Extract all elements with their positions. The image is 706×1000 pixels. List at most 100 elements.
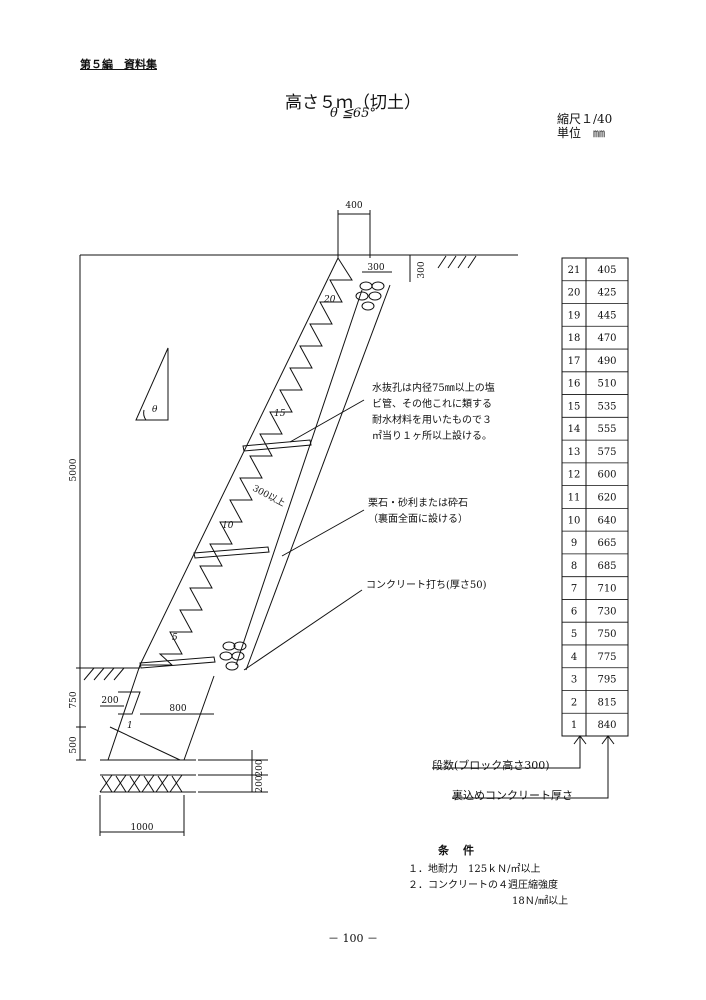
table-thickness-cell: 775: [597, 652, 616, 663]
table-step-cell: 20: [568, 288, 581, 299]
table-step-cell: 7: [571, 584, 577, 595]
dim-height: 5000: [69, 458, 79, 481]
label-steps: 段数(ブロック高さ300): [432, 759, 550, 772]
dim-top-300h: 300: [367, 263, 384, 273]
page-number: － 100 －: [328, 932, 378, 945]
block-mark-10: 10: [222, 521, 234, 531]
table-step-cell: 16: [568, 379, 581, 390]
conditions-title: 条件: [438, 844, 488, 857]
table-step-cell: 18: [568, 333, 581, 344]
note-drain-line2: ビ管、その他これに類する: [372, 399, 492, 410]
table-thickness-cell: 510: [597, 379, 616, 390]
table-thickness-cell: 665: [597, 538, 616, 549]
dim-top-width: 400: [345, 201, 362, 211]
dim-footing: 1000: [131, 823, 154, 833]
table-thickness-cell: 750: [597, 629, 616, 640]
ground-hatch-left: [83, 667, 125, 681]
table-step-cell: 21: [568, 265, 581, 276]
table-thickness-cell: 730: [597, 606, 616, 617]
table-thickness-cell: 490: [597, 356, 616, 367]
block-sawtooth: [140, 257, 353, 666]
gravel-top: [355, 281, 385, 311]
table-step-cell: 17: [568, 356, 581, 367]
ground-hatch-top: [437, 255, 477, 269]
note-gravel-line2: （裏面全面に設ける）: [368, 514, 468, 525]
wall-front-face: [139, 257, 339, 666]
table-step-cell: 4: [571, 652, 577, 663]
table-thickness-cell: 600: [597, 470, 616, 481]
leader-gravel: [281, 509, 365, 557]
leader-concrete: [243, 589, 363, 671]
label-thickness: 裏込めコンクリート厚さ: [452, 789, 573, 802]
drain-pipe-upper: [242, 439, 312, 452]
foundation-hatch: [99, 774, 183, 793]
table-thickness-cell: 445: [597, 310, 616, 321]
arrow-steps: [432, 736, 581, 769]
scale-unit: 単位 ㎜: [557, 126, 606, 140]
table-thickness-cell: 470: [597, 333, 616, 344]
drain-pipe-base: [139, 656, 216, 669]
table-step-cell: 10: [568, 515, 581, 526]
table-thickness-cell: 575: [597, 447, 616, 458]
drain-pipe-lower: [193, 546, 270, 559]
block-mark-15: 15: [274, 409, 286, 419]
table-thickness-cell: 815: [597, 697, 616, 708]
table-step-cell: 14: [568, 424, 581, 435]
table-step-cell: 15: [568, 401, 581, 412]
block-mark-1: 1: [127, 721, 133, 731]
table-step-cell: 19: [568, 310, 581, 321]
dim-foundation-a: 200: [255, 759, 265, 776]
table-step-cell: 11: [568, 493, 581, 504]
gravel-bottom: [219, 641, 247, 671]
note-drain-line3: 耐水材料を用いたもので３: [372, 415, 492, 426]
condition-1: １．地耐力 125ｋＮ/㎡以上: [408, 864, 541, 875]
table-step-cell: 9: [571, 538, 577, 549]
dim-embed: 750: [69, 691, 79, 708]
note-drain-line4: ㎡当り１ヶ所以上設ける。: [372, 431, 492, 442]
table-step-cell: 5: [571, 629, 577, 640]
block-mark-5: 5: [172, 633, 178, 643]
scale-ratio: 縮尺１/40: [557, 112, 613, 126]
table-step-cell: 12: [568, 470, 581, 481]
table-thickness-cell: 710: [597, 584, 616, 595]
dim-back: 800: [169, 704, 186, 714]
dim-step: 200: [101, 696, 118, 706]
angle-condition: θ ≦65°: [330, 106, 376, 121]
table-thickness-cell: 535: [597, 401, 616, 412]
table-thickness-cell: 840: [597, 720, 616, 731]
note-drain-line1: 水抜孔は内径75㎜以上の塩: [372, 383, 495, 394]
note-gravel-line1: 栗石・砂利または砕石: [368, 498, 468, 509]
table-step-cell: 13: [568, 447, 581, 458]
table-thickness-cell: 795: [597, 675, 616, 686]
table-step-cell: 2: [571, 697, 577, 708]
dim-thickness: 300以上: [251, 483, 287, 509]
note-concrete: コンクリート打ち(厚さ50): [366, 580, 487, 591]
condition-2: ２．コンクリートの４週圧縮強度: [408, 880, 558, 891]
table-step-cell: 1: [571, 720, 577, 731]
table-thickness-cell: 425: [597, 288, 616, 299]
arrow-thickness: [452, 736, 609, 799]
dim-base: 500: [69, 736, 79, 753]
scale-info: 縮尺１/40 単位 ㎜: [557, 112, 612, 140]
table-step-cell: 3: [571, 675, 577, 686]
dim-top-300v: 300: [417, 261, 427, 278]
table-thickness-cell: 640: [597, 515, 616, 526]
table-thickness-cell: 405: [597, 265, 616, 276]
note-gravel: 栗石・砂利または砕石 （裏面全面に設ける）: [368, 496, 468, 528]
backfill-line: [245, 284, 391, 671]
section-header: 第５編 資料集: [80, 58, 157, 71]
dim-foundation-b: 200: [255, 775, 265, 792]
condition-2b: 18Ｎ/㎟以上: [512, 896, 569, 907]
note-drain-hole: 水抜孔は内径75㎜以上の塩 ビ管、その他これに類する 耐水材料を用いたもので３ …: [372, 381, 495, 445]
table-thickness-cell: 620: [597, 493, 616, 504]
wall-back-face: [235, 289, 363, 666]
page-title: 高さ５ｍ（切土）: [285, 93, 421, 113]
table-thickness-cell: 555: [597, 424, 616, 435]
table-step-cell: 6: [571, 606, 577, 617]
block-mark-20: 20: [323, 295, 336, 305]
block-table-frame: [561, 257, 629, 737]
table-step-cell: 8: [571, 561, 577, 572]
table-thickness-cell: 685: [597, 561, 616, 572]
leader-drain: [289, 399, 365, 443]
